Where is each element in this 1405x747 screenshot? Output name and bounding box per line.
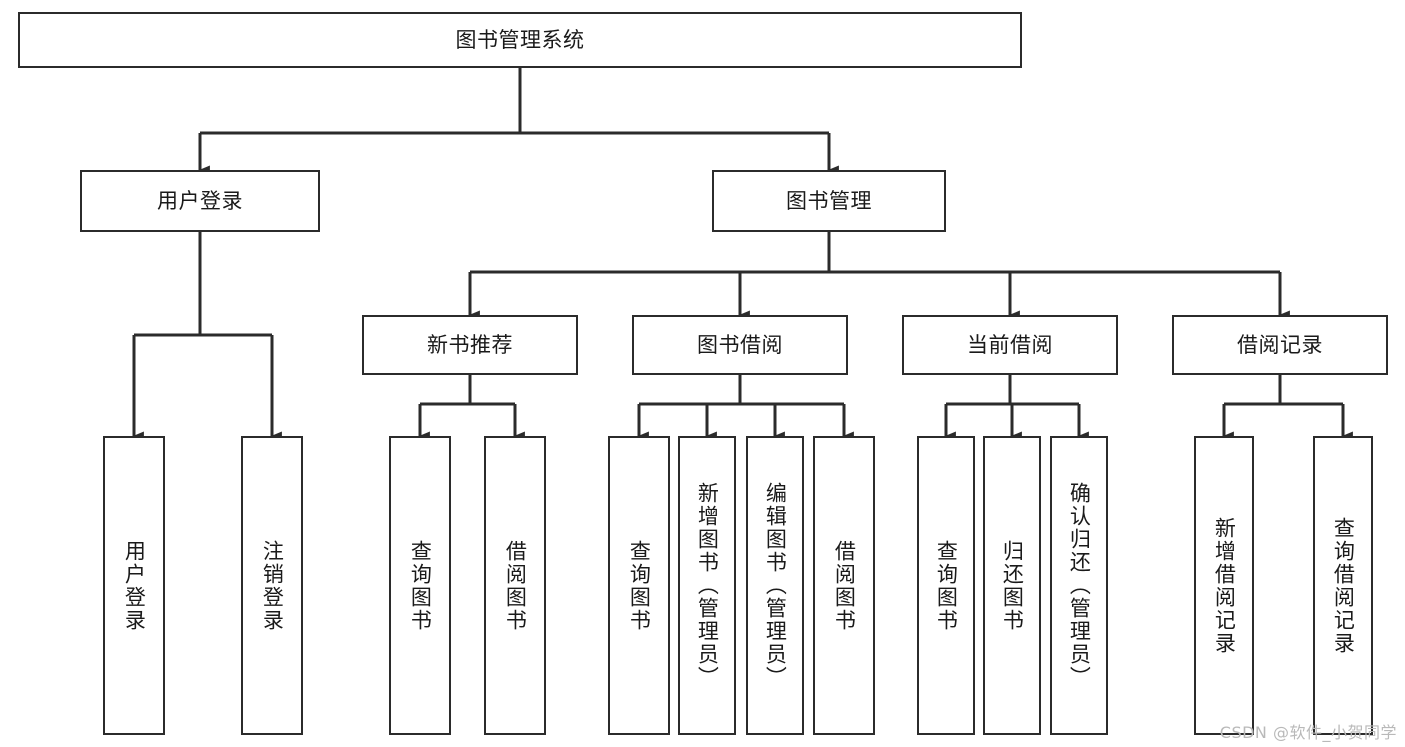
node-label: 注销登录 — [260, 539, 285, 632]
node-label: 借阅图书 — [832, 539, 857, 632]
node-book-borrow[interactable]: 图书借阅 — [632, 315, 848, 375]
node-leaf-query-book-1[interactable]: 查询图书 — [389, 436, 451, 735]
node-leaf-add-book[interactable]: 新增图书（管理员） — [678, 436, 736, 735]
node-label: 查询图书 — [934, 539, 959, 632]
node-label: 借阅图书 — [503, 539, 528, 632]
node-user-login[interactable]: 用户登录 — [80, 170, 320, 232]
node-label: 新增图书（管理员） — [695, 482, 720, 689]
node-leaf-user-login[interactable]: 用户登录 — [103, 436, 165, 735]
node-leaf-add-record[interactable]: 新增借阅记录 — [1194, 436, 1254, 735]
node-label: 查询借阅记录 — [1331, 516, 1356, 655]
node-label: 用户登录 — [122, 539, 147, 632]
node-label: 用户登录 — [157, 188, 243, 213]
node-leaf-query-record[interactable]: 查询借阅记录 — [1313, 436, 1373, 735]
node-label: 查询图书 — [408, 539, 433, 632]
node-current-borrow[interactable]: 当前借阅 — [902, 315, 1118, 375]
node-label: 确认归还（管理员） — [1067, 482, 1092, 689]
node-root[interactable]: 图书管理系统 — [18, 12, 1022, 68]
node-label: 新增借阅记录 — [1212, 516, 1237, 655]
node-label: 归还图书 — [1000, 539, 1025, 632]
node-label: 图书借阅 — [697, 332, 783, 357]
node-borrow-record[interactable]: 借阅记录 — [1172, 315, 1388, 375]
node-leaf-confirm-return[interactable]: 确认归还（管理员） — [1050, 436, 1108, 735]
node-leaf-query-book-2[interactable]: 查询图书 — [608, 436, 670, 735]
node-book-manage[interactable]: 图书管理 — [712, 170, 946, 232]
node-leaf-return-book[interactable]: 归还图书 — [983, 436, 1041, 735]
node-label: 新书推荐 — [427, 332, 513, 357]
node-label: 图书管理 — [786, 188, 872, 213]
node-leaf-borrow-book-2[interactable]: 借阅图书 — [813, 436, 875, 735]
node-leaf-borrow-book-1[interactable]: 借阅图书 — [484, 436, 546, 735]
node-label: 借阅记录 — [1237, 332, 1323, 357]
node-new-book-rec[interactable]: 新书推荐 — [362, 315, 578, 375]
node-leaf-edit-book[interactable]: 编辑图书（管理员） — [746, 436, 804, 735]
node-label: 当前借阅 — [967, 332, 1053, 357]
node-label: 图书管理系统 — [455, 27, 585, 52]
node-leaf-query-book-3[interactable]: 查询图书 — [917, 436, 975, 735]
node-label: 查询图书 — [627, 539, 652, 632]
node-label: 编辑图书（管理员） — [763, 482, 788, 689]
node-leaf-user-logout[interactable]: 注销登录 — [241, 436, 303, 735]
